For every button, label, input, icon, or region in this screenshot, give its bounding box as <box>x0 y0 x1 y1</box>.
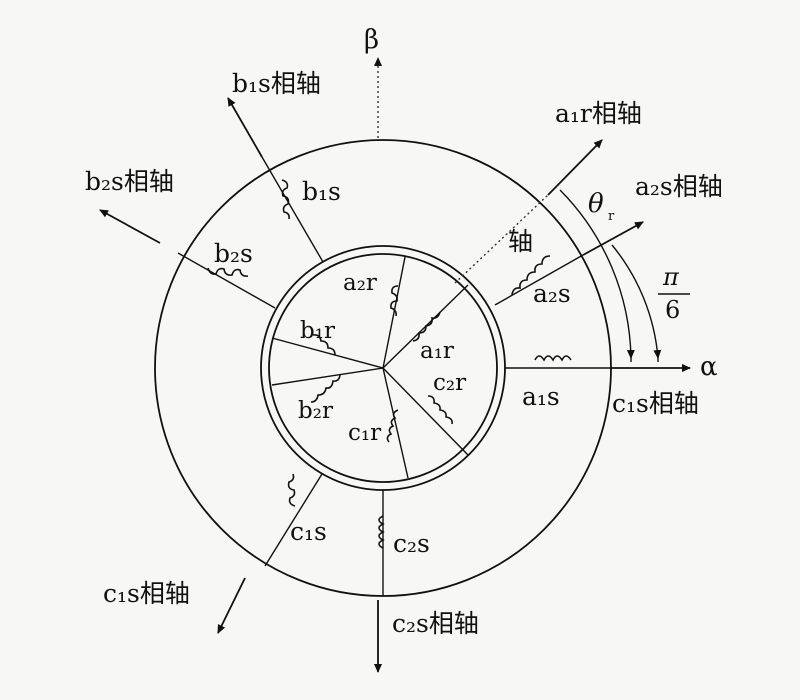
phase-axis-arrows <box>99 57 691 673</box>
winding-label-a2r: a₂r <box>343 270 377 296</box>
theta-subscript: r <box>608 209 615 224</box>
winding-label-a2s: a₂s <box>533 279 571 308</box>
b2s-phase-axis-label: b₂s相轴 <box>85 167 174 196</box>
pi-numerator: π <box>662 263 680 291</box>
c1s-phase-axis-label-lower: c₁s相轴 <box>103 579 190 608</box>
angle-arcs <box>559 189 662 362</box>
rotor-coils <box>310 285 453 443</box>
stator-coils <box>207 179 572 549</box>
beta-axis-label: β <box>364 25 379 55</box>
winding-label-b1r: b₁r <box>300 318 335 344</box>
winding-label-b1s: b₁s <box>302 177 341 206</box>
six-denominator: 6 <box>665 296 680 324</box>
alpha-axis-label: α <box>700 352 718 382</box>
winding-label-a1r: a₁r <box>420 338 454 364</box>
a2s-phase-axis-label: a₂s相轴 <box>635 172 723 201</box>
winding-label-c1r: c₁r <box>348 420 381 446</box>
winding-label-c2s: c₂s <box>393 529 430 558</box>
rotor-inner-circle <box>268 253 498 483</box>
a1r-phase-axis-label: a₁r相轴 <box>555 99 642 128</box>
c1s-phase-axis-label-right: c₁s相轴 <box>612 389 699 418</box>
stator-winding-lines <box>177 156 611 596</box>
theta-angle-label: θ <box>588 189 604 219</box>
b1s-phase-axis-label: b₁s相轴 <box>232 69 321 98</box>
winding-label-a1s: a₁s <box>522 382 560 411</box>
axis-character-label: 轴 <box>508 227 533 256</box>
winding-label-b2r: b₂r <box>298 398 333 424</box>
winding-label-c1s: c₁s <box>290 517 327 546</box>
c2s-phase-axis-label: c₂s相轴 <box>392 609 479 638</box>
winding-label-c2r: c₂r <box>433 370 466 396</box>
winding-label-b2s: b₂s <box>214 239 253 268</box>
